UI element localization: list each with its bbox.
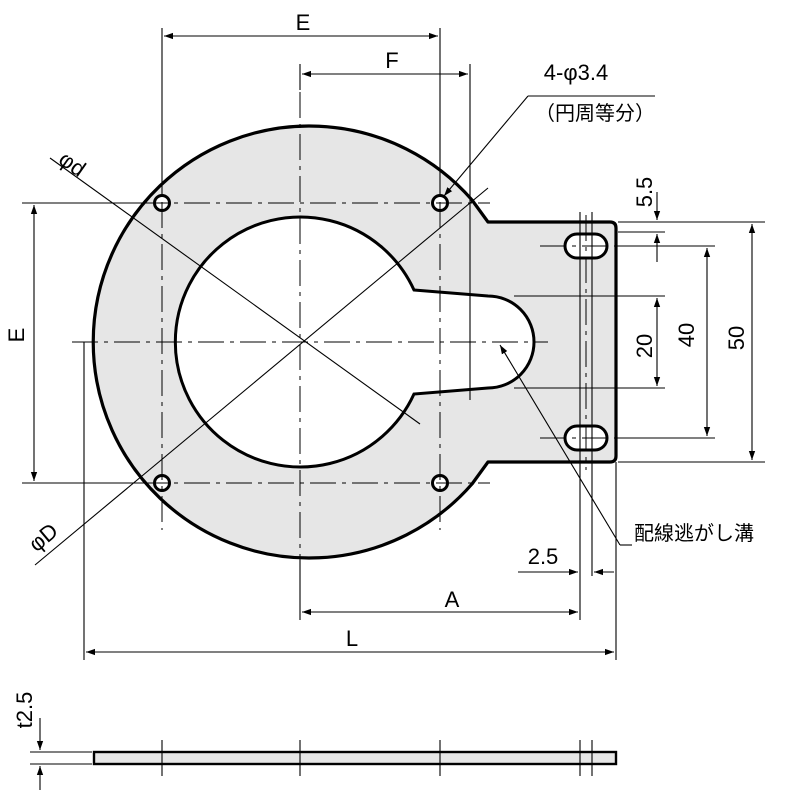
extension-lines <box>22 28 765 660</box>
center-lines <box>72 92 630 560</box>
center-opening <box>173 215 536 469</box>
dimension-lines <box>30 32 756 656</box>
side-view-plate <box>92 750 618 766</box>
label-5-5: 5.5 <box>632 177 657 208</box>
label-50: 50 <box>724 326 749 350</box>
label-E-left: E <box>4 328 29 343</box>
label-20: 20 <box>632 334 657 358</box>
label-thickness: t2.5 <box>12 692 37 729</box>
label-2-5: 2.5 <box>528 544 559 569</box>
label-L: L <box>346 626 358 651</box>
label-holes-spec: 4-φ3.4 <box>544 60 608 85</box>
label-wiring-groove: 配線逃がし溝 <box>634 522 754 545</box>
label-phi-d: φd <box>54 146 90 182</box>
leader-lines <box>34 95 655 566</box>
side-view-lines <box>30 718 593 790</box>
label-holes-note: （円周等分） <box>535 102 655 125</box>
label-40: 40 <box>674 323 699 347</box>
label-A: A <box>445 587 460 612</box>
label-phi-D: φD <box>24 518 63 557</box>
label-F: F <box>385 48 398 73</box>
label-E-top: E <box>296 10 311 35</box>
